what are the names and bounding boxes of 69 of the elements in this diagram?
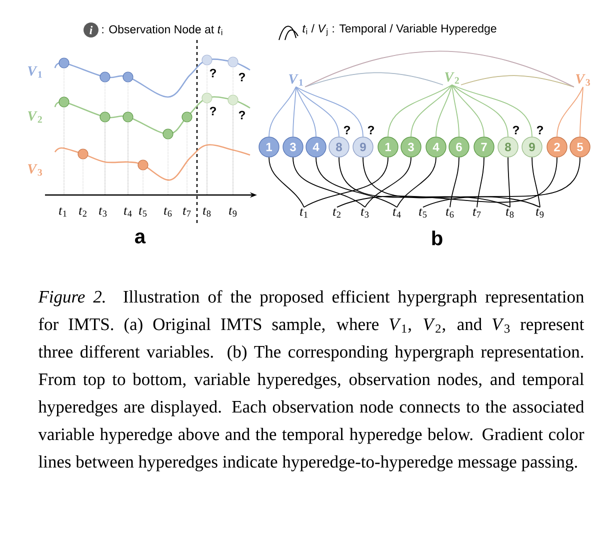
hyperedge-line (268, 86, 296, 138)
hyperedge-label: V$_{2}$ (444, 72, 459, 84)
hyperedge-line (292, 86, 296, 138)
hyperedge-line (338, 156, 510, 208)
hyperedge-line (388, 84, 452, 138)
legend-text: t$_{i}$ / V$_{j}$ : Temporal / Variable Hyperedge (302, 24, 496, 36)
hyperedge-line (452, 84, 532, 138)
hyperedge-line (268, 156, 304, 208)
observation-node: 8 (328, 136, 350, 158)
observation-node: 8 (498, 136, 518, 158)
time-label: t$_{7}$ (473, 208, 481, 218)
time-label: t$_{6}$ (446, 208, 454, 218)
hyperedge-line (296, 86, 316, 138)
hyperedge-line (556, 86, 584, 138)
hyperedge-line (580, 86, 584, 138)
time-label: t$_{3}$ (361, 208, 369, 218)
hyperedge-line (410, 84, 452, 138)
observation-node: 3 (400, 136, 422, 158)
observation-node: 2 (546, 136, 568, 158)
variable-label: V$_{3}$ (28, 164, 42, 176)
observation-node: 7 (474, 136, 494, 158)
hyperedge-line (452, 84, 484, 138)
message-passing-line (460, 75, 574, 88)
time-label: t$_{2}$ (333, 208, 340, 218)
hyperedge-line (476, 156, 484, 208)
hyperedge-line (532, 156, 540, 208)
question-mark: ? (536, 126, 543, 134)
hyperedge-line (362, 156, 540, 208)
observation-node: 5 (570, 136, 590, 158)
hyperedge-line (336, 156, 558, 208)
hyperedge-line (450, 156, 460, 208)
message-passing-line (304, 50, 574, 88)
hyperedge-label: V$_{3}$ (576, 74, 590, 86)
hyperedge-line (296, 86, 340, 138)
observation-node: 4 (306, 136, 326, 158)
hyperedge-line (292, 156, 366, 208)
question-mark: ? (344, 126, 350, 134)
caption: Figure 2. Illustration of the proposed efficient hypergraph representation for IMTS. (a) Original IMTS sample, where V$_{1}$, V$_{2}$, and V$_{3}$ represent three different variables. (b) The corresponding hypergraph representation. From top to bottom, variable hyperedges, observation nodes, and temporal hyperedges are displayed. Each observation node connects to the associated variable hyperedge above and the temporal hyperedge below. Gradient color lines between hyperedges indicate hyperedge-to-hyperedge message passing. (38, 290, 584, 472)
observation-node: 4 (426, 136, 446, 158)
hyperedge-line (422, 156, 580, 208)
question-mark: ? (368, 126, 374, 134)
hyperedge-line (396, 156, 436, 208)
question-mark: ? (512, 126, 519, 134)
observation-node: 9 (352, 136, 374, 158)
panel-label: b (432, 230, 442, 246)
hyperedge-line (364, 156, 412, 208)
hyperedge-line (316, 156, 398, 208)
hyperedge-line (508, 156, 510, 208)
observation-node: 3 (282, 136, 304, 158)
hyperedge-line (436, 84, 452, 138)
hyperedge-line (452, 84, 508, 138)
hyperedge-line (452, 84, 460, 138)
hyperedge-line (296, 86, 364, 138)
time-label: t$_{1}$ (300, 208, 308, 218)
hyperedge-line (304, 156, 388, 208)
time-label: t$_{5}$ (419, 208, 427, 218)
variable-label: V$_{1}$ (28, 66, 42, 78)
observation-node: 1 (258, 136, 280, 158)
panel-label: a (135, 232, 146, 244)
hyperedge-label: V$_{1}$ (288, 74, 303, 86)
observation-node: 1 (378, 136, 398, 158)
time-label: t$_{8}$ (506, 208, 514, 218)
time-label: t$_{9}$ (536, 208, 544, 218)
legend-text: : Observation Node at t$_{i}$ (102, 24, 222, 36)
time-label: t$_{4}$ (393, 208, 401, 218)
variable-label: V$_{2}$ (28, 111, 42, 123)
observation-node: 6 (448, 136, 470, 158)
observation-node: 9 (522, 136, 542, 158)
message-passing-line (304, 72, 444, 88)
